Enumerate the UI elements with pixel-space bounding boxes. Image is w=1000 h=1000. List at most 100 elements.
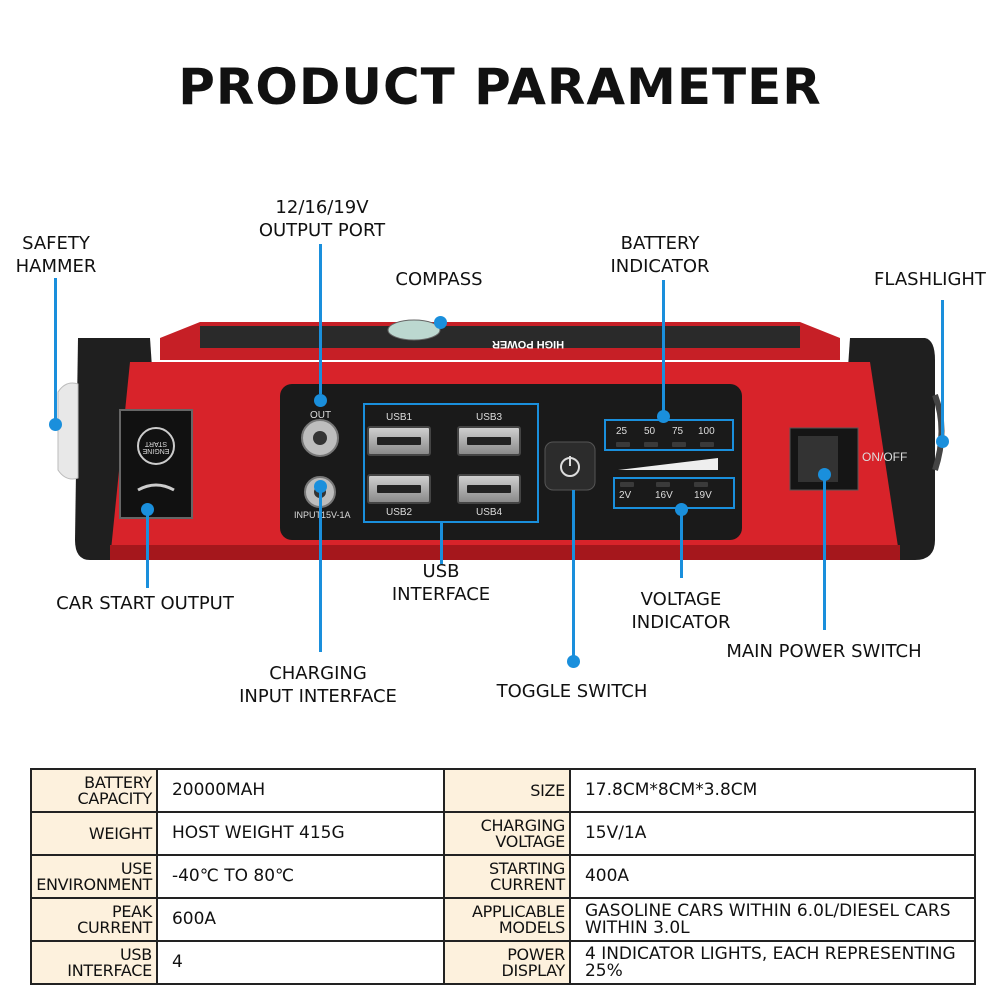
battery-level-50: 50 (644, 426, 656, 437)
usb1-port[interactable] (367, 426, 431, 456)
spec-label-line: USE (120, 858, 152, 878)
spec-label-line: USB (120, 944, 152, 964)
callout-dot (657, 410, 670, 423)
callout-flashlight: FLASHLIGHT (874, 269, 986, 290)
leader-line (680, 512, 683, 578)
spec-value: 4 (155, 940, 446, 985)
leader-line (319, 490, 322, 652)
spec-label-line: POWER (507, 944, 565, 964)
voltage-led (656, 482, 670, 487)
spec-label-line: BATTERY (84, 772, 152, 792)
usb1-label: USB1 (386, 412, 413, 423)
spec-value: HOST WEIGHT 415G (155, 811, 446, 856)
callout-toggle-switch: TOGGLE SWITCH (496, 681, 648, 702)
leader-line (146, 512, 149, 588)
voltage-19v: 19V (694, 490, 712, 501)
spec-value: 400A (568, 854, 977, 899)
spec-value: 600A (155, 897, 446, 942)
callout-dot (567, 655, 580, 668)
leader-line (823, 478, 826, 630)
spec-value: GASOLINE CARS WITHIN 6.0L/DIESEL CARS WI… (568, 897, 977, 942)
battery-led (700, 442, 714, 447)
spec-label: WEIGHT (30, 811, 158, 856)
page-title: PRODUCT PARAMETER (178, 58, 822, 116)
battery-led (672, 442, 686, 447)
spec-label-line: INTERFACE (67, 960, 152, 980)
leader-line (941, 300, 944, 440)
spec-value: 17.8CM*8CM*3.8CM (568, 768, 977, 813)
spec-label-line: STARTING (488, 858, 565, 878)
usb2-port[interactable] (367, 474, 431, 504)
spec-value: -40℃ TO 80℃ (155, 854, 446, 899)
callout-dot (936, 435, 949, 448)
spec-label-line: ENVIRONMENT (36, 874, 152, 894)
spec-label-line: APPLICABLE (471, 901, 565, 921)
battery-level-75: 75 (672, 426, 684, 437)
callout-dot (314, 394, 327, 407)
spec-value: 20000MAH (155, 768, 446, 813)
callout-compass: COMPASS (395, 269, 483, 290)
callout-dot (141, 503, 154, 516)
leader-line (572, 490, 575, 656)
voltage-12v: 2V (619, 490, 632, 501)
spec-value: 15V/1A (568, 811, 977, 856)
leader-line (54, 278, 57, 420)
battery-led (644, 442, 658, 447)
jump-starter-illustration (57, 319, 945, 560)
usb4-label: USB4 (476, 507, 503, 518)
usb2-label: USB2 (386, 507, 413, 518)
callout-car-start-output: CAR START OUTPUT (56, 593, 234, 614)
callout-dot (818, 468, 831, 481)
spec-value: 4 INDICATOR LIGHTS, EACH REPRESENTING 25… (568, 940, 977, 985)
voltage-led (620, 482, 634, 487)
leader-line (319, 244, 322, 394)
usb3-label: USB3 (476, 412, 503, 423)
spec-label: SIZE (443, 768, 571, 813)
callout-dot (675, 503, 688, 516)
input-port-label: INPUT15V-1A (294, 510, 351, 520)
battery-led (616, 442, 630, 447)
callout-dot (49, 418, 62, 431)
spec-label-line: PEAK (111, 901, 152, 921)
leader-line (440, 522, 443, 564)
spec-label-line: DISPLAY (501, 960, 565, 980)
spec-label-line: CHARGING (480, 815, 566, 835)
spec-label-line: CAPACITY (77, 788, 153, 808)
callout-dot (434, 316, 447, 329)
spec-label-line: CURRENT (77, 917, 152, 937)
usb4-port[interactable] (457, 474, 521, 504)
on-off-label: ON/OFF (862, 450, 908, 464)
battery-level-100: 100 (698, 426, 715, 437)
battery-level-25: 25 (616, 426, 628, 437)
callout-main-power-switch: MAIN POWER SWITCH (726, 641, 922, 662)
usb3-port[interactable] (457, 426, 521, 456)
leader-line (662, 280, 665, 412)
spec-label-line: MODELS (498, 917, 565, 937)
spec-label-line: CURRENT (490, 874, 565, 894)
spec-label-line: VOLTAGE (495, 831, 565, 851)
engine-start-label: ENGINE START (142, 440, 170, 454)
voltage-16v: 16V (655, 490, 673, 501)
brand-label: HIGH POWER (492, 338, 565, 350)
callout-dot (314, 480, 327, 493)
spec-label-line: SIZE (530, 780, 565, 800)
